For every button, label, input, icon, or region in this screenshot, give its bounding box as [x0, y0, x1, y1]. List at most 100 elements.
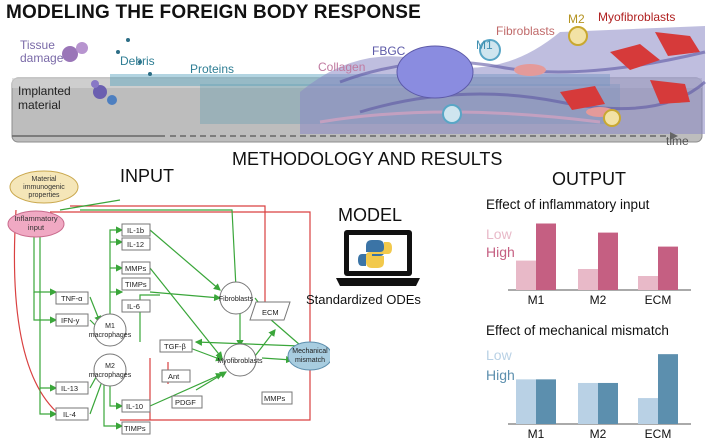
label-fbgc: FBGC [372, 44, 406, 58]
m1-cell [479, 39, 501, 61]
output-title: OUTPUT [552, 169, 626, 189]
node-il12: IL-12 [127, 240, 144, 249]
svg-text:Material: Material [32, 176, 57, 183]
chart2-legend-high: High [486, 367, 515, 383]
bar-m2-low [578, 382, 598, 424]
svg-text:properties: properties [28, 192, 60, 199]
svg-text:Inflammatory: Inflammatory [14, 214, 58, 223]
main-title: MODELING THE FOREIGN BODY RESPONSE [6, 2, 421, 23]
m2-cell [603, 109, 621, 127]
label-time: time [666, 134, 689, 148]
node-timps-top: TIMPs [125, 280, 147, 289]
node-il13: IL-13 [61, 384, 78, 393]
svg-text:M1: M1 [105, 323, 115, 330]
bar-ecm-high [658, 354, 678, 424]
myofibroblast-cell [610, 44, 660, 70]
node-ecm: ECM [249, 301, 291, 321]
label-myofibroblasts: Myofibroblasts [598, 10, 676, 24]
svg-text:M2: M2 [105, 363, 115, 370]
node-il10: IL-10 [126, 402, 143, 411]
label-collagen: Collagen [318, 60, 366, 74]
fbgc-cell [396, 45, 474, 99]
svg-text:immunogenic: immunogenic [23, 184, 65, 191]
timeline-arrowhead [670, 132, 678, 140]
node-il1b: IL-1b [127, 226, 144, 235]
node-ant: Ant [168, 372, 180, 381]
collagen-mesh [300, 26, 706, 134]
svg-text:Fibroblasts: Fibroblasts [219, 296, 254, 303]
laptop-python-icon [336, 230, 420, 286]
fibroblast-cell [514, 64, 546, 76]
bar-m2-high [598, 232, 618, 290]
svg-text:macrophages: macrophages [89, 332, 132, 339]
material-properties-cloud: Material immunogenic properties [9, 170, 79, 204]
chart1-title: Effect of inflammatory input [486, 197, 650, 212]
svg-text:Myofibroblasts: Myofibroblasts [217, 358, 263, 365]
node-m2-macrophages: M2 macrophages [89, 353, 132, 387]
node-il6: IL-6 [127, 302, 140, 311]
svg-text:mismatch: mismatch [295, 357, 325, 364]
label-m2: M2 [568, 12, 585, 26]
label-m1: M1 [476, 38, 493, 52]
node-tnfa: TNF-α [61, 294, 83, 303]
label-implanted: Implanted [18, 84, 71, 98]
node-timps-bottom: TIMPs [124, 424, 146, 433]
inflammatory-input-cloud: Inflammatory input [7, 210, 65, 238]
section-title: METHODOLOGY AND RESULTS [232, 149, 503, 169]
tick-label-ecm: ECM [645, 427, 672, 441]
input-title: INPUT [120, 166, 174, 186]
activation-edges [33, 199, 301, 430]
myofibroblast-cell [650, 80, 690, 104]
label-material: material [18, 98, 61, 112]
bar-m1-high [536, 379, 556, 424]
label-debris: Debris [120, 54, 155, 68]
bar-m2-low [578, 269, 598, 290]
tick-label-ecm: ECM [645, 293, 672, 307]
tick-label-m1: M1 [528, 293, 545, 307]
mechanical-bar-chart: M1 M2 ECM [508, 354, 691, 441]
python-logo-icon [358, 240, 392, 268]
node-mmps-top: MMPs [125, 264, 146, 273]
label-proteins: Proteins [190, 62, 235, 76]
model-caption: Standardized ODEs [306, 292, 421, 307]
node-tgfb: TGF-β [164, 342, 186, 351]
label-tissue: Tissue [20, 38, 55, 52]
node-m1-macrophages: M1 macrophages [89, 313, 132, 347]
input-network-diagram: Material immunogenic properties Inflamma… [7, 170, 330, 435]
inflammatory-bar-chart: M1 M2 ECM [508, 223, 691, 307]
tick-label-m2: M2 [590, 293, 607, 307]
bar-m1-low [516, 379, 536, 424]
tick-label-m2: M2 [590, 427, 607, 441]
bar-ecm-low [638, 276, 658, 290]
cytokine-boxes: IL-1b IL-12 MMPs TIMPs IL-6 TNF-α IFN-y … [55, 223, 293, 435]
bar-ecm-low [638, 398, 658, 424]
bar-m1-high [536, 223, 556, 290]
svg-text:Mechanical: Mechanical [292, 348, 328, 355]
foreign-body-illustration [11, 26, 706, 143]
label-damage: damage [20, 51, 64, 65]
bar-ecm-high [658, 246, 678, 290]
m2-cell [568, 26, 588, 46]
svg-text:ECM: ECM [262, 308, 279, 317]
node-ifny: IFN-y [61, 316, 80, 325]
svg-text:input: input [28, 223, 45, 232]
chart1-legend-high: High [486, 244, 515, 260]
chart2-legend-low: Low [486, 347, 512, 363]
debris-particles [62, 38, 152, 105]
model-title: MODEL [338, 205, 403, 225]
bar-m2-high [598, 382, 618, 424]
node-fibroblasts: Fibroblasts [219, 281, 254, 315]
bar-m1-low [516, 260, 536, 290]
label-fibroblasts: Fibroblasts [496, 24, 555, 38]
mechanical-mismatch-cloud: Mechanical mismatch [287, 341, 330, 371]
laptop-base-icon [336, 278, 420, 286]
m1-cell [442, 104, 462, 124]
chart1-legend-low: Low [486, 226, 512, 242]
tick-label-m1: M1 [528, 427, 545, 441]
node-myofibroblasts: Myofibroblasts [217, 343, 263, 377]
chart2-title: Effect of mechanical mismatch [486, 323, 669, 338]
node-il4: IL-4 [63, 410, 76, 419]
svg-text:macrophages: macrophages [89, 372, 132, 379]
myofibroblast-cell [560, 86, 605, 110]
node-mmps-bottom: MMPs [264, 394, 285, 403]
